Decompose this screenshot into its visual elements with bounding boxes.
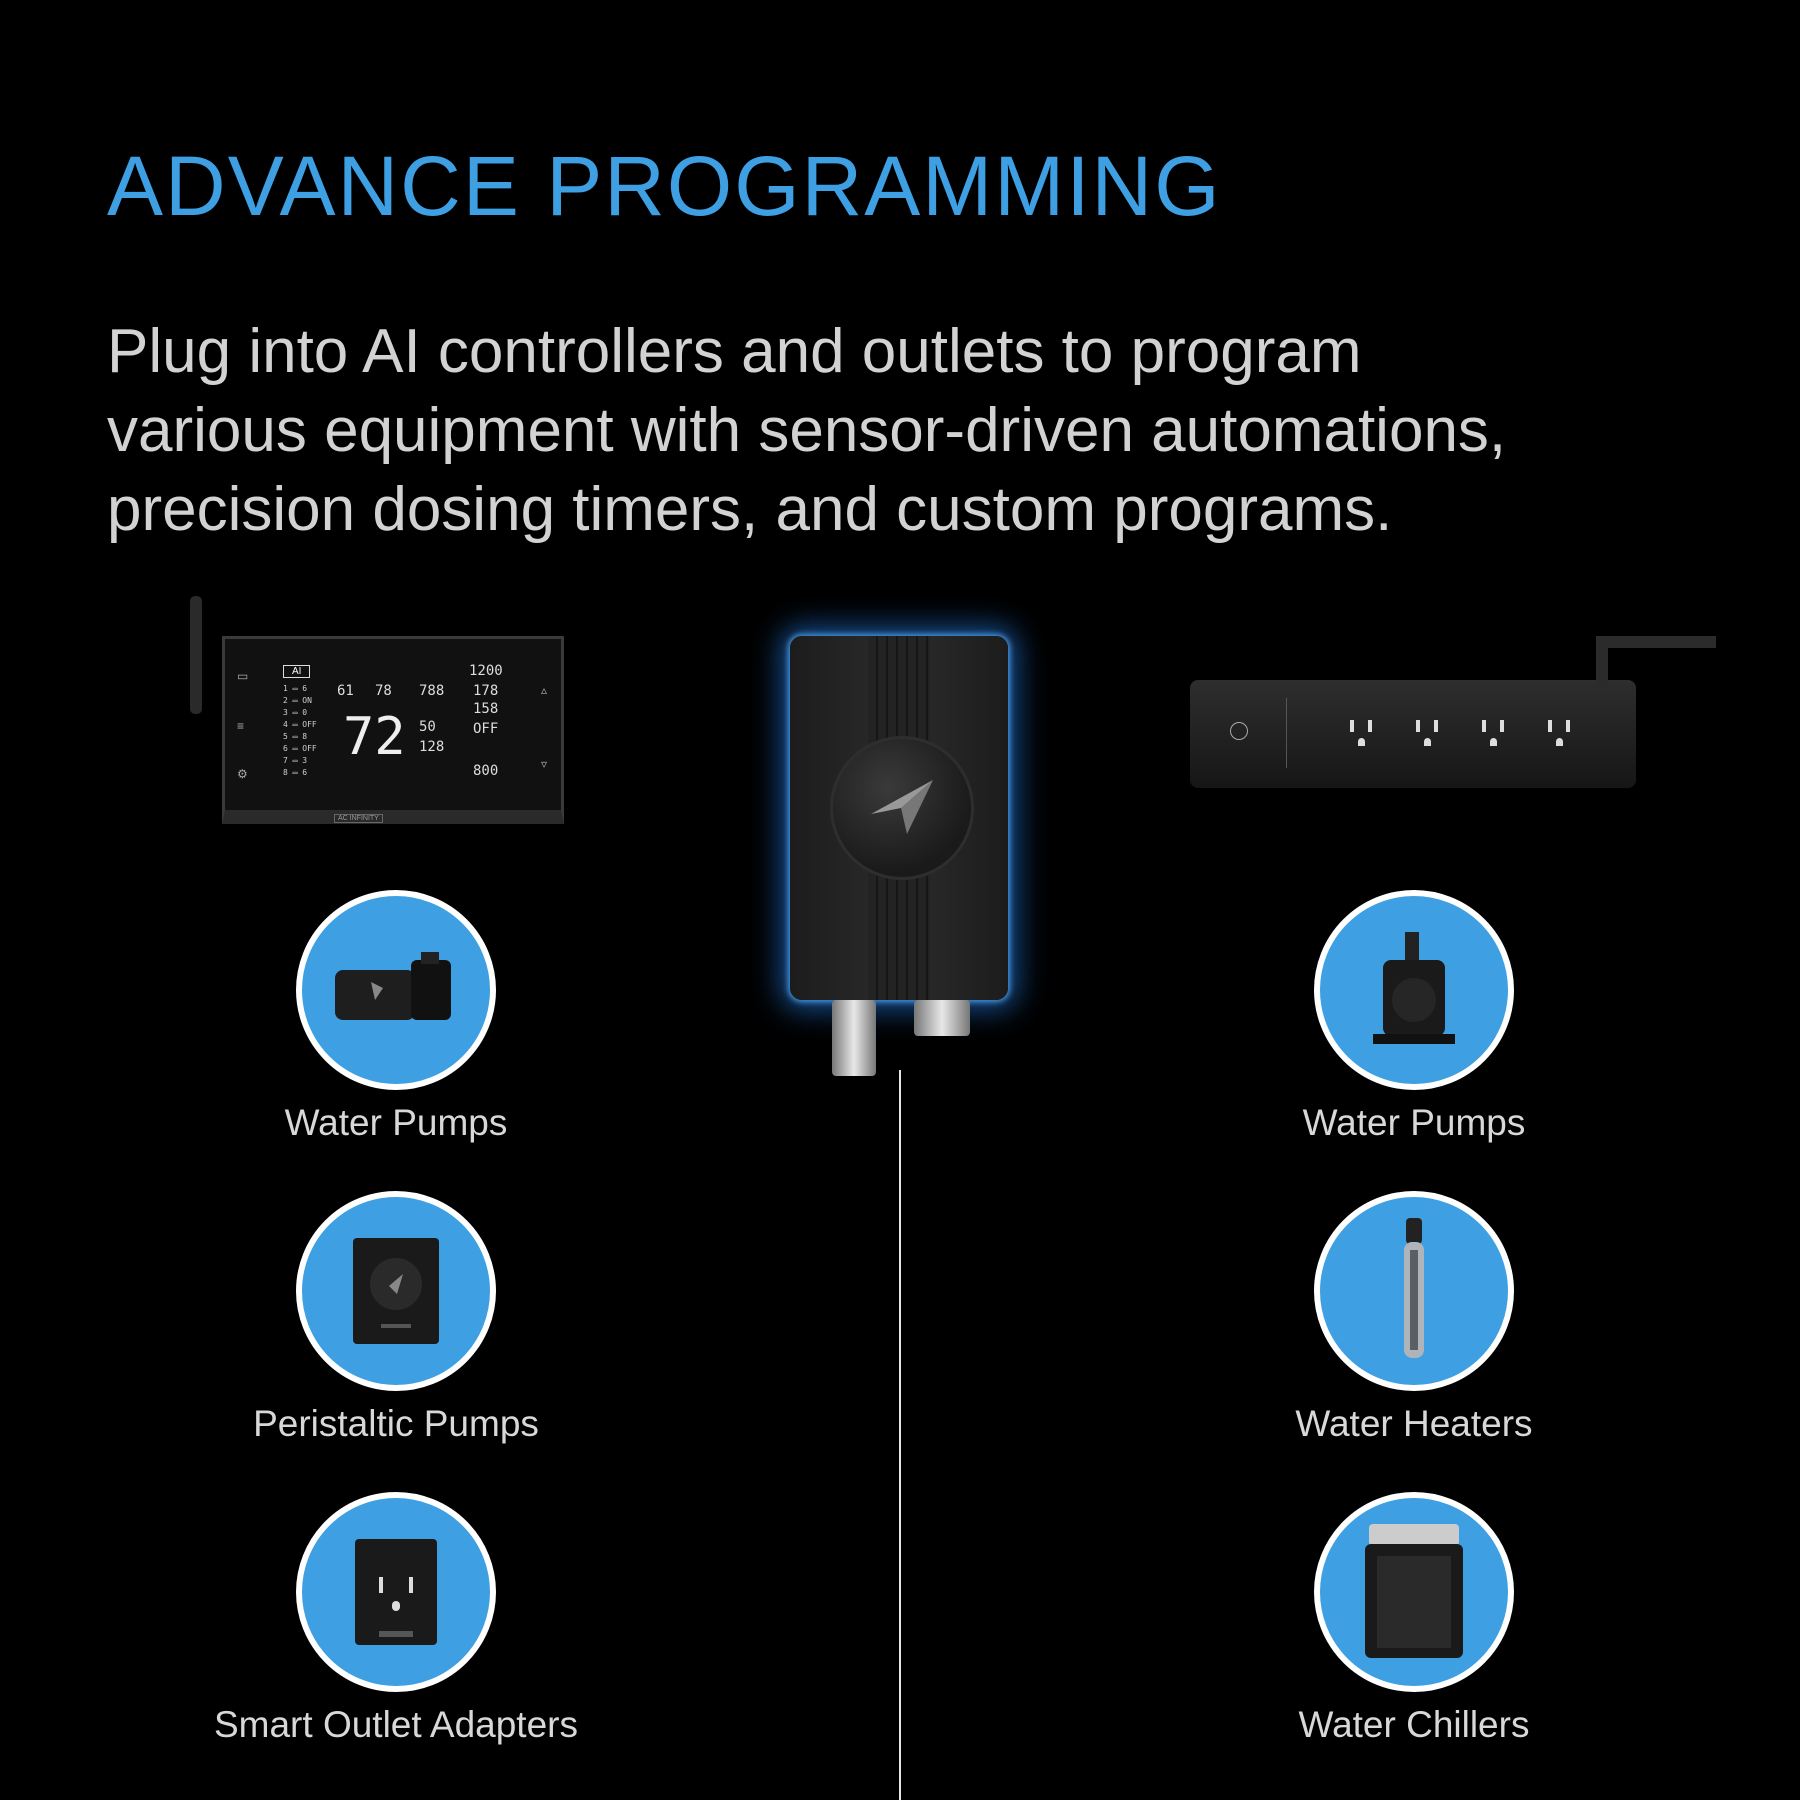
- arrow-up-icon: ▵: [540, 683, 547, 697]
- port-line: 1 ▭ 6: [283, 684, 308, 693]
- submersible-pump-icon: [1373, 932, 1455, 1044]
- power-button-icon: [1230, 722, 1248, 740]
- equipment-label: Water Pumps: [1302, 1102, 1526, 1143]
- brand-label: AC INFINITY: [334, 814, 383, 823]
- power-strip-device: [1190, 636, 1716, 788]
- logo-knob: [830, 736, 974, 880]
- gear-icon: ⚙: [237, 767, 248, 781]
- equipment-circle: [1314, 1492, 1514, 1692]
- port-line: 2 ▭ ON: [283, 696, 312, 705]
- outlet-icon: [1410, 714, 1444, 754]
- outlet-icon: [1344, 714, 1378, 754]
- equipment-circle: [296, 890, 496, 1090]
- humidity-reading: 50: [419, 719, 436, 735]
- temperature-display: 72: [343, 707, 406, 767]
- subtitle-line: precision dosing timers, and custom prog…: [107, 475, 1393, 544]
- equipment-circle: [296, 1492, 496, 1692]
- logo-icon: [871, 780, 933, 834]
- equipment-item-water-pumps-right: Water Pumps: [1214, 890, 1614, 1144]
- connector-right: [914, 1000, 970, 1036]
- equipment-circle: [296, 1191, 496, 1391]
- outlet-icon: [1542, 714, 1576, 754]
- reading: 61: [337, 683, 354, 699]
- reading: 128: [419, 739, 445, 755]
- controller-screen: ▭ ≡ ⚙ AI 1 ▭ 6 2 ▭ ON 3 ▭ 0 4 ▭ OFF 5 ▭ …: [222, 636, 564, 824]
- reading: OFF: [473, 721, 499, 737]
- page-title: ADVANCE PROGRAMMING: [107, 139, 1222, 233]
- outlet-icon: [1476, 714, 1510, 754]
- reading: 178: [473, 683, 499, 699]
- equipment-label: Water Pumps: [284, 1102, 508, 1143]
- equipment-circle: [1314, 1191, 1514, 1391]
- port-line: 5 ▭ 8: [283, 732, 308, 741]
- equipment-item-smart-outlet-adapters: Smart Outlet Adapters: [196, 1492, 596, 1746]
- equipment-label: Peristaltic Pumps: [253, 1403, 539, 1444]
- center-controller-device: [790, 636, 1008, 1000]
- equipment-item-water-pumps-left: Water Pumps: [196, 890, 596, 1144]
- equipment-item-water-chillers: Water Chillers: [1214, 1492, 1614, 1746]
- equipment-item-peristaltic-pumps: Peristaltic Pumps: [196, 1191, 596, 1445]
- menu-icon: ≡: [237, 719, 245, 733]
- water-chiller-icon: [1365, 1524, 1463, 1658]
- strip-label: [1286, 698, 1301, 768]
- ai-badge: AI: [283, 665, 311, 678]
- strip-bracket-post: [1596, 640, 1608, 688]
- equipment-circle: [1314, 890, 1514, 1090]
- strip-bracket: [1596, 636, 1716, 648]
- ai-controller-device: ▭ ≡ ⚙ AI 1 ▭ 6 2 ▭ ON 3 ▭ 0 4 ▭ OFF 5 ▭ …: [188, 596, 568, 840]
- port-line: 4 ▭ OFF: [283, 720, 317, 729]
- equipment-label: Water Chillers: [1298, 1704, 1530, 1745]
- port-line: 7 ▭ 3: [283, 756, 308, 765]
- subtitle-line: various equipment with sensor-driven aut…: [107, 396, 1507, 465]
- connector-left: [832, 1000, 876, 1076]
- arrow-down-icon: ▿: [540, 757, 547, 771]
- peristaltic-pump-icon: [353, 1238, 439, 1344]
- reading: 1200: [469, 663, 503, 679]
- port-line: 3 ▭ 0: [283, 708, 308, 717]
- reading: 78: [375, 683, 392, 699]
- battery-icon: ▭: [237, 669, 249, 683]
- water-pump-icon: [335, 952, 451, 1020]
- set-to-value: 800: [473, 763, 499, 779]
- equipment-label: Water Heaters: [1295, 1403, 1533, 1444]
- water-heater-icon: [1404, 1218, 1424, 1358]
- smart-outlet-icon: [355, 1539, 437, 1645]
- reading: 158: [473, 701, 499, 717]
- port-list: 1 ▭ 6 2 ▭ ON 3 ▭ 0 4 ▭ OFF 5 ▭ 8 6 ▭ OFF…: [283, 683, 317, 779]
- port-line: 8 ▭ 6: [283, 768, 308, 777]
- reading: 788: [419, 683, 445, 699]
- equipment-item-water-heaters: Water Heaters: [1214, 1191, 1614, 1445]
- subtitle: Plug into AI controllers and outlets to …: [107, 312, 1747, 549]
- center-cable: [899, 1070, 901, 1800]
- antenna: [190, 596, 202, 714]
- port-line: 6 ▭ OFF: [283, 744, 317, 753]
- subtitle-line: Plug into AI controllers and outlets to …: [107, 317, 1362, 386]
- equipment-label: Smart Outlet Adapters: [213, 1704, 578, 1745]
